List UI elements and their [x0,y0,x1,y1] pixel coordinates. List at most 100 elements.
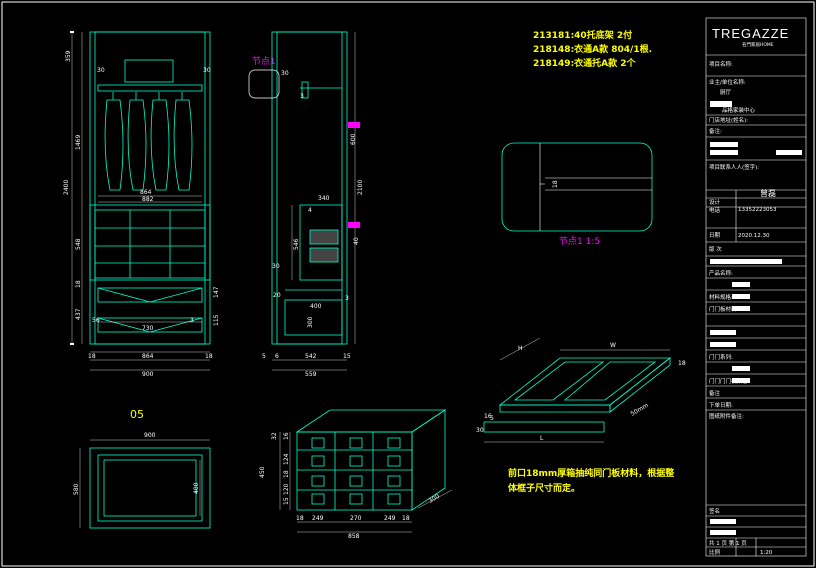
dim-side-5: 5 [262,353,266,360]
node1-detail-lines [539,143,652,231]
dim-side-6: 6 [275,353,279,360]
tray-18: 18 [678,360,686,367]
dim-front-18b: 18 [205,353,213,360]
dim-front-total: 2400 [63,180,70,195]
dim-05-580: 580 [73,483,80,495]
note-line-1: 213181:40托底架 2付 [533,29,632,41]
tb-page: 共 1 页 第 1 页 [709,539,747,547]
tb-designer: 曾磊 [760,188,776,198]
tb-remark: 备注: [709,127,722,135]
tb-r3: 材料规格: [709,293,733,301]
tb-r4: 门门板材料: [709,305,739,313]
dim-front-730: 730 [142,325,154,332]
node1-detail-frame [501,142,653,232]
tb-date-label: 日期 [709,232,721,239]
tb-r11: 下单日期: [709,401,733,409]
dim-shoe-18: 18 [283,470,290,478]
dim-front-top: 30 [97,67,105,74]
dim-side-600: 600 [350,133,357,145]
note-line-3: 218149:衣通托A款 2个 [533,57,637,69]
dim-shoe-15: 15 [283,497,290,505]
dim-front-900: 900 [142,371,154,378]
tray [483,357,672,433]
dim-side-400: 400 [310,303,322,310]
dim-shoe-120: 120 [283,483,290,495]
dim-side-300: 300 [307,316,314,328]
front-view [89,31,211,345]
tray-dims [484,337,670,443]
dim-front-18: 18 [75,280,82,288]
dim-side-542: 542 [305,353,317,360]
tray-30: 30 [476,427,484,434]
dim-front-18a: 18 [88,353,96,360]
dim-side-4: 4 [308,207,312,214]
magenta-markers [348,122,360,228]
view-05-label: 05 [130,408,144,421]
dim-side-15: 15 [343,353,351,360]
tb-scale: 比例 [709,548,721,556]
dim-shoe-32: 32 [271,432,278,440]
dim-side-3: 3 [300,93,304,100]
side-dimensions [272,32,356,371]
dim-side-20: 20 [273,292,281,299]
dim-front-359: 359 [65,50,72,62]
front-dim-ticks [70,31,74,345]
title-block [705,17,807,557]
dim-front-437: 437 [75,308,82,320]
title-block-fills [710,101,802,535]
node1-callout [248,69,280,99]
dim-shoe-270: 270 [350,515,362,522]
brand-sub: 名門家居HOME [742,41,774,48]
tray-16: 16 [484,413,492,420]
tb-room: 厨厅 [720,89,732,96]
side-view [271,31,348,345]
view-05-dims [79,439,210,528]
dim-shoe-124: 124 [283,453,290,465]
front-dimensions [71,32,210,371]
tb-r7: 门门系列: [709,353,733,361]
tb-version: 版 次 [709,245,722,253]
tray-L: L [540,435,544,442]
tray-50: 50mm [630,402,650,418]
dim-front-864b: 864 [142,353,154,360]
dim-shoe-249b: 249 [384,515,396,522]
tb-r10: 备注 [709,389,721,397]
tb-company: 品格家装中心 [722,106,756,114]
dim-front-3: 3 [190,317,194,324]
dim-side-546: 546 [293,238,300,250]
dim-front-30: 30 [203,67,211,74]
tb-scale-v: 1:20 [760,550,773,556]
dim-front-1469: 1469 [75,135,82,150]
shoe-cabinet [295,409,447,511]
dim-05-900: 900 [144,432,156,439]
tb-date: 2020.12.30 [738,233,770,239]
tb-r12: 图纸附件备注: [709,412,744,420]
tb-r9: 门门门门板颜色: [709,377,750,385]
door-note-2: 体框子尺寸而定。 [508,482,580,494]
dim-shoe-249: 249 [312,515,324,522]
dim-shoe-16: 16 [283,432,290,440]
dim-side-3b: 3 [345,295,349,302]
shoe-cabinet-dims [279,432,453,533]
tb-phone-label: 电话 [709,206,721,214]
node1-small-label: 节点1 [252,56,276,67]
dim-05-400: 400 [193,482,200,494]
dim-detail-18: 18 [552,180,559,188]
tray-5: 5 [490,415,494,422]
dim-shoe-858: 858 [348,533,360,540]
view-05 [89,447,211,529]
dim-front-147: 147 [213,286,220,298]
tb-designer-label: 设计 [709,198,721,206]
tb-r1: 产品名称: [709,269,733,277]
dim-shoe-300: 300 [428,493,442,505]
dim-side-40: 40 [353,237,360,245]
dim-side-559: 559 [305,371,317,378]
tb-sign: 签名 [709,507,720,515]
tb-phone: 13352223053 [738,207,777,213]
dim-shoe-18a: 18 [296,515,304,522]
node1-detail-label: 节点1 1:5 [559,236,600,247]
dim-side-30: 30 [281,70,289,77]
